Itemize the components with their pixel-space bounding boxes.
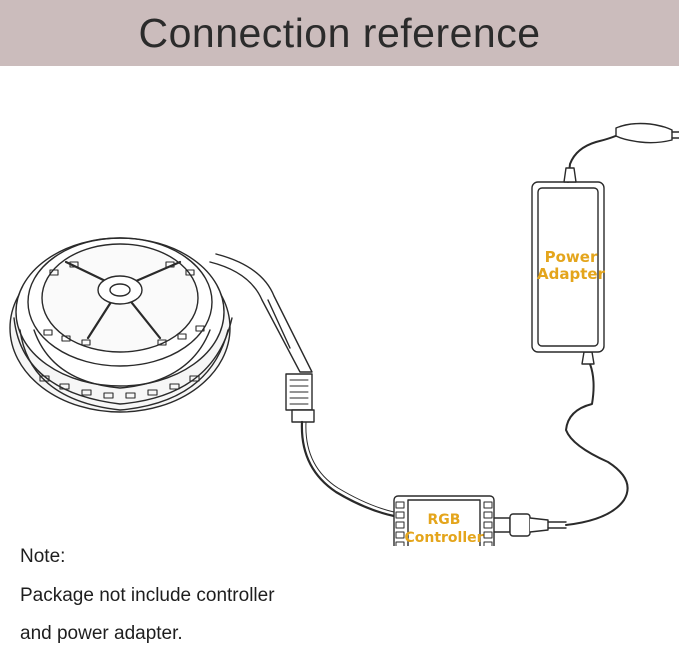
dc-jack-icon (493, 513, 567, 537)
strip-connector-icon (285, 373, 315, 423)
rgb-controller-label-line1: RGB (428, 512, 461, 528)
header-bar: Connection reference (0, 0, 679, 66)
rgb-controller-label-line2: Controller (404, 530, 483, 546)
note-text-line1: Package not include controller (20, 585, 275, 606)
strip-cable (300, 420, 396, 518)
adapter-output-cable (565, 363, 629, 526)
connection-diagram: Power Adapter RGB Controller (9, 122, 679, 546)
rgb-controller-icon (393, 495, 495, 546)
power-adapter-label-line1: Power (545, 248, 598, 266)
power-adapter-label-line2: Adapter (537, 265, 606, 283)
page-title: Connection reference (138, 9, 541, 56)
ac-plug-icon (615, 122, 679, 144)
note-title: Note: (20, 546, 66, 567)
led-strip-reel-icon (9, 237, 313, 413)
adapter-input-cable (567, 133, 621, 183)
note-text-line2: and power adapter. (20, 623, 183, 644)
